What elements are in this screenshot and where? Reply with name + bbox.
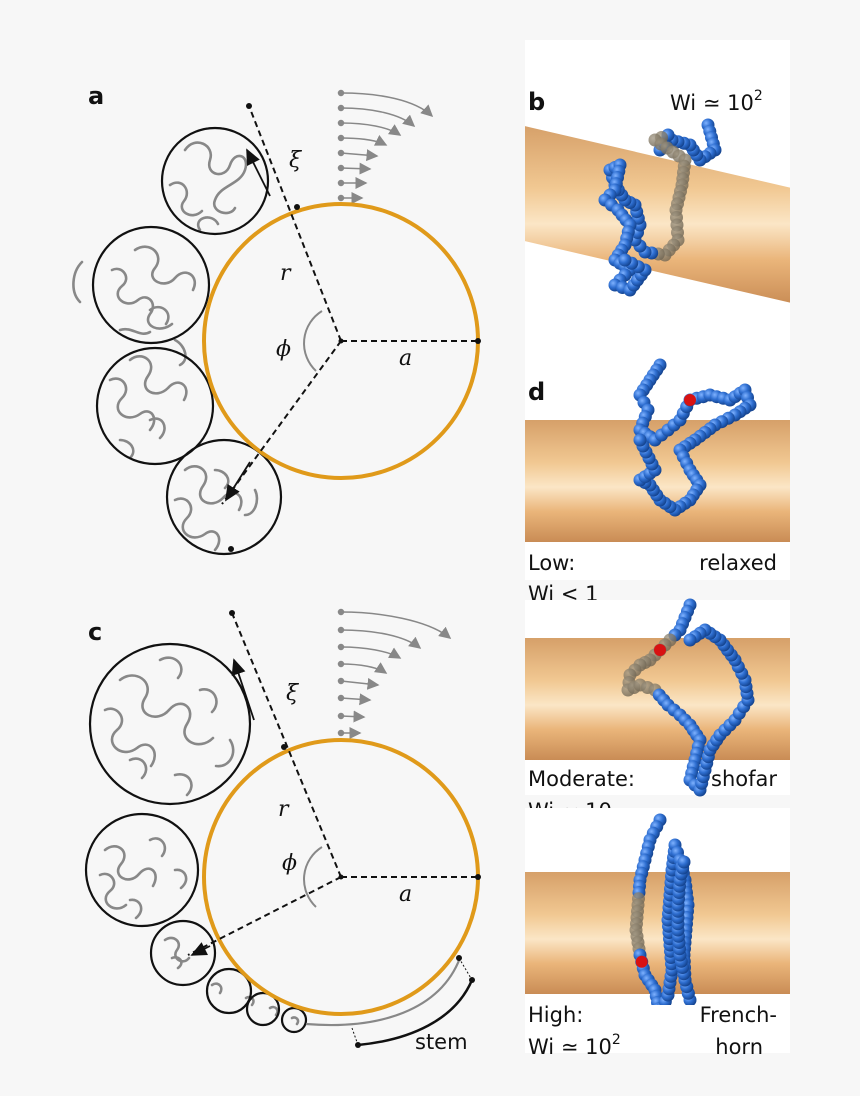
panel-c-letter: c bbox=[88, 618, 102, 646]
bead bbox=[618, 253, 632, 267]
cylinder-d3 bbox=[525, 872, 790, 994]
blob-c1 bbox=[88, 642, 252, 806]
phi-label-a: ϕ bbox=[276, 337, 291, 362]
regime-high-right: French- bbox=[700, 1003, 777, 1027]
stem-label: stem bbox=[415, 1030, 468, 1054]
blob-a3 bbox=[95, 346, 215, 466]
polymer-chain-d2 bbox=[621, 598, 755, 797]
xi-label-c: ξ bbox=[286, 681, 300, 706]
r-label-c: r bbox=[278, 797, 290, 822]
polymer-chain-b bbox=[598, 118, 722, 297]
bead-end bbox=[654, 644, 666, 656]
flow-arrows-c bbox=[337, 608, 452, 739]
bead bbox=[677, 855, 691, 869]
bead bbox=[633, 433, 647, 447]
regime-moderate-left: Moderate: bbox=[528, 767, 635, 791]
xi-label-a: ξ bbox=[289, 148, 303, 173]
panel-d-letter: d bbox=[528, 378, 545, 406]
blob-c6 bbox=[280, 1006, 308, 1034]
phi-label-c: ϕ bbox=[282, 851, 297, 876]
blob-c5 bbox=[245, 991, 281, 1027]
stem-line bbox=[305, 957, 462, 1027]
bead-end bbox=[684, 394, 696, 406]
polymer-blobs-a bbox=[72, 126, 283, 556]
a-label-c: a bbox=[399, 882, 412, 907]
flow-arrows-a bbox=[337, 89, 434, 204]
regime-high-wi: Wi ≃ 102 bbox=[528, 1032, 621, 1059]
polymer-blobs-c bbox=[84, 642, 308, 1034]
blob-a4 bbox=[165, 438, 283, 556]
panel-d: d Low: relaxed Wi < 1 Moderate: shofar W… bbox=[525, 345, 790, 1059]
stem-bracket bbox=[351, 955, 475, 1048]
r-label-a: r bbox=[280, 261, 292, 286]
bead bbox=[683, 633, 697, 647]
bead-end bbox=[635, 955, 648, 968]
panel-b-letter: b bbox=[528, 88, 545, 116]
polymer-chain-d1 bbox=[633, 358, 757, 517]
a-label-a: a bbox=[399, 346, 412, 371]
blob-a1 bbox=[160, 126, 270, 236]
panel-b: b Wi ≃ 102 bbox=[525, 40, 790, 345]
blob-c3 bbox=[149, 919, 217, 987]
radius-lines-c bbox=[187, 612, 478, 956]
panel-b-wi: Wi ≃ 102 bbox=[670, 88, 763, 115]
regime-high-right2: horn bbox=[715, 1035, 763, 1059]
regime-moderate-right: shofar bbox=[711, 767, 777, 791]
panel-c: c bbox=[84, 608, 481, 1054]
regime-low-right: relaxed bbox=[699, 551, 777, 575]
radius-lines-a bbox=[221, 105, 478, 505]
regime-high-left: High: bbox=[528, 1003, 583, 1027]
panel-a-letter: a bbox=[88, 82, 104, 110]
blob-a2 bbox=[91, 225, 211, 345]
panel-a: a bbox=[72, 82, 481, 556]
cylinder-b bbox=[525, 126, 790, 303]
blob-c4 bbox=[205, 967, 253, 1015]
regime-low-left: Low: bbox=[528, 551, 575, 575]
polymer-chain-d3 bbox=[629, 813, 697, 1005]
blob-c2 bbox=[84, 812, 200, 928]
